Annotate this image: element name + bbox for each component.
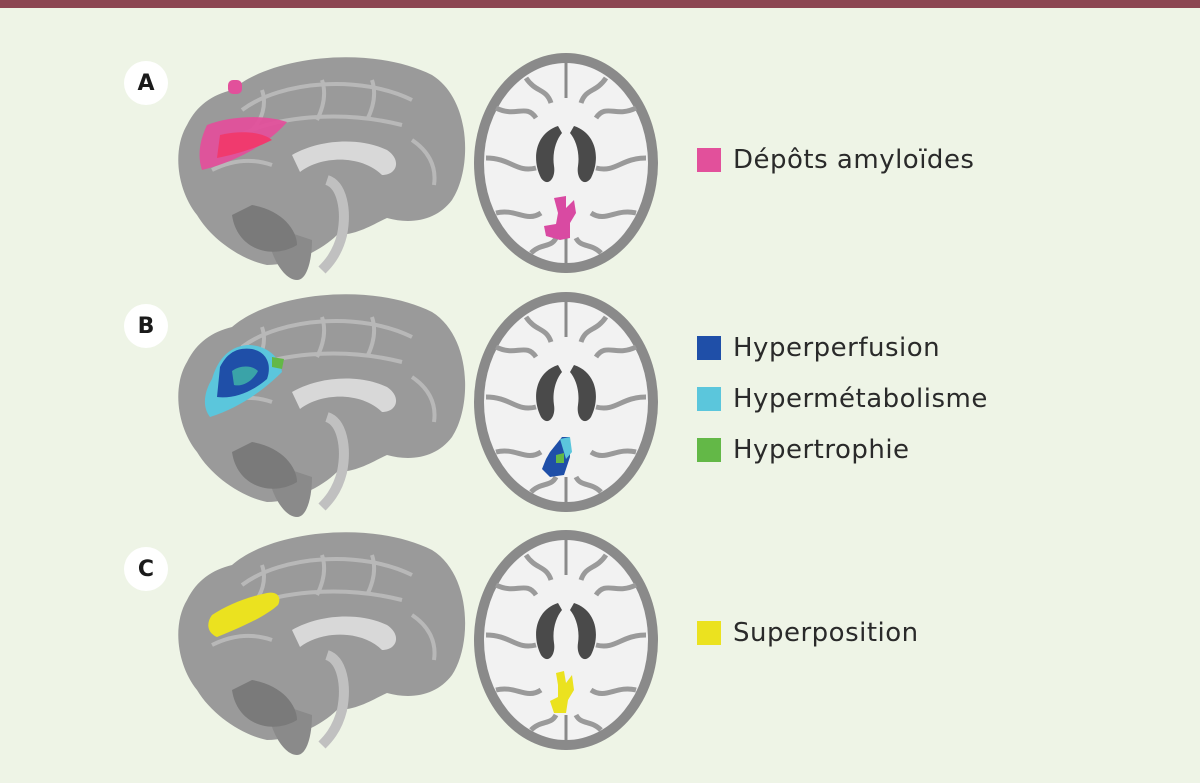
legend-swatch-hypertrophie [697,438,721,462]
top-border-bar [0,0,1200,8]
axial-brain-b [466,287,666,517]
axial-brain-c [466,525,666,755]
legend-swatch-hyperperfusion [697,336,721,360]
sagittal-brain-b [172,287,472,517]
hyper-overlay-sagittal [204,345,284,417]
sagittal-brain-c [172,525,472,755]
superposition-overlay-axial [550,671,574,713]
panel-label-b: B [124,304,168,348]
legend-item-amyloid: Dépôts amyloïdes [697,145,974,175]
amyloid-overlay-axial [544,196,576,240]
legend-item-hypermetabolisme: Hypermétabolisme [697,384,988,414]
legend-label-amyloid: Dépôts amyloïdes [733,145,975,175]
panel-label-c: C [124,547,168,591]
legend-label-hypermetabolisme: Hypermétabolisme [733,384,988,414]
legend-label-superposition: Superposition [733,618,919,648]
legend-swatch-hypermetabolisme [697,387,721,411]
legend-swatch-amyloid [697,148,721,172]
legend-label-hypertrophie: Hypertrophie [733,435,910,465]
legend-swatch-superposition [697,621,721,645]
amyloid-overlay-sagittal [199,80,287,170]
panel-label-a: A [124,61,168,105]
sagittal-brain-a [172,50,472,280]
legend-label-hyperperfusion: Hyperperfusion [733,333,941,363]
axial-brain-a [466,48,666,278]
hyper-overlay-axial [542,437,572,477]
superposition-overlay-sagittal [208,592,280,637]
legend-item-hypertrophie: Hypertrophie [697,435,910,465]
legend-item-superposition: Superposition [697,618,919,648]
legend-item-hyperperfusion: Hyperperfusion [697,333,940,363]
